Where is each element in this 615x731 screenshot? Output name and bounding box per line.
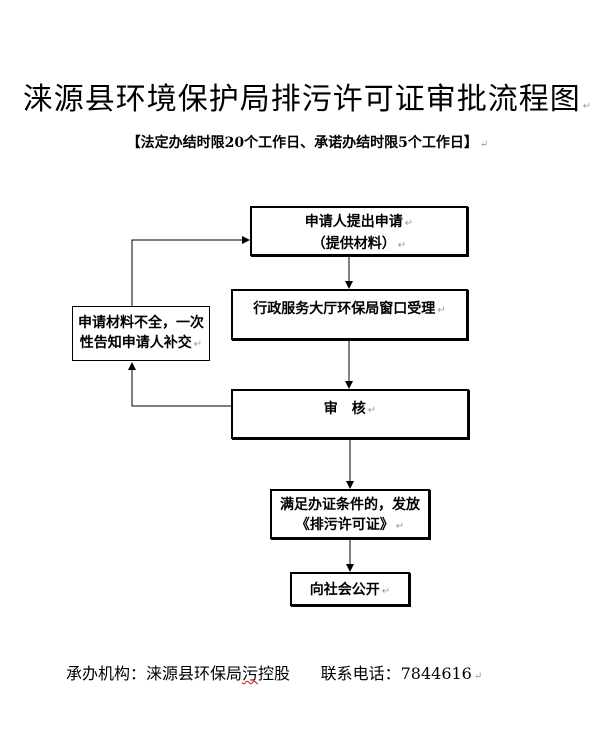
step-issue-box: 满足办证条件的，发放 《排污许可证》↵ <box>270 489 430 539</box>
step-issue-line1: 满足办证条件的，发放 <box>280 497 420 513</box>
paragraph-mark-icon: ↵ <box>473 671 483 682</box>
time-limit-subtitle: 【法定办结时限20个工作日、承诺办结时限5个工作日】↵ <box>0 132 615 152</box>
step-review-box: 审 核↵ <box>231 389 469 439</box>
paragraph-mark-icon: ↵ <box>404 218 414 229</box>
paragraph-mark-icon: ↵ <box>479 139 489 150</box>
reject-line1: 申请材料不全，一次 <box>78 315 204 331</box>
arrow-reject-to-step1 <box>131 236 250 306</box>
reject-line2: 性告知申请人补交 <box>79 335 192 351</box>
org-name-part3: 控股 <box>258 664 291 683</box>
step-apply-line2: （提供材料） <box>311 236 396 252</box>
reject-notice-box: 申请材料不全，一次 性告知申请人补交↵ <box>72 306 210 361</box>
paragraph-mark-icon: ↵ <box>582 101 593 112</box>
paragraph-mark-icon: ↵ <box>437 305 446 316</box>
phone-label: 联系电话： <box>320 664 401 683</box>
paragraph-mark-icon: ↵ <box>395 521 405 532</box>
step-publish-box: 向社会公开↵ <box>290 572 410 606</box>
paragraph-mark-icon: ↵ <box>193 339 203 350</box>
page-title: 涞源县环境保护局排污许可证审批流程图↵ <box>0 74 615 118</box>
step-apply-line1: 申请人提出申请 <box>304 214 403 230</box>
subtitle-text: 【法定办结时限20个工作日、承诺办结时限5个工作日】 <box>126 135 478 151</box>
org-name-part1: 涞源县环保局 <box>146 664 243 683</box>
arrow-step3-to-reject <box>128 362 231 407</box>
org-label: 承办机构： <box>66 664 147 683</box>
footer-contact: 承办机构：涞源县环保局污控股 联系电话：7844616↵ <box>66 660 482 684</box>
step-accept-text: 行政服务大厅环保局窗口受理 <box>253 301 436 317</box>
step-review-text: 审 核 <box>323 401 366 417</box>
step-apply-box: 申请人提出申请↵ （提供材料）↵ <box>250 206 468 256</box>
paragraph-mark-icon: ↵ <box>381 586 391 597</box>
step-accept-box: 行政服务大厅环保局窗口受理↵ <box>231 289 468 340</box>
title-text: 涞源县环境保护局排污许可证审批流程图 <box>22 82 581 117</box>
step-publish-text: 向社会公开 <box>309 582 380 598</box>
phone-number: 7844616 <box>400 664 472 683</box>
step-issue-line2: 《排污许可证》 <box>295 517 394 533</box>
paragraph-mark-icon: ↵ <box>367 405 377 416</box>
org-name-spellcheck: 污 <box>242 664 259 683</box>
paragraph-mark-icon: ↵ <box>397 240 407 251</box>
